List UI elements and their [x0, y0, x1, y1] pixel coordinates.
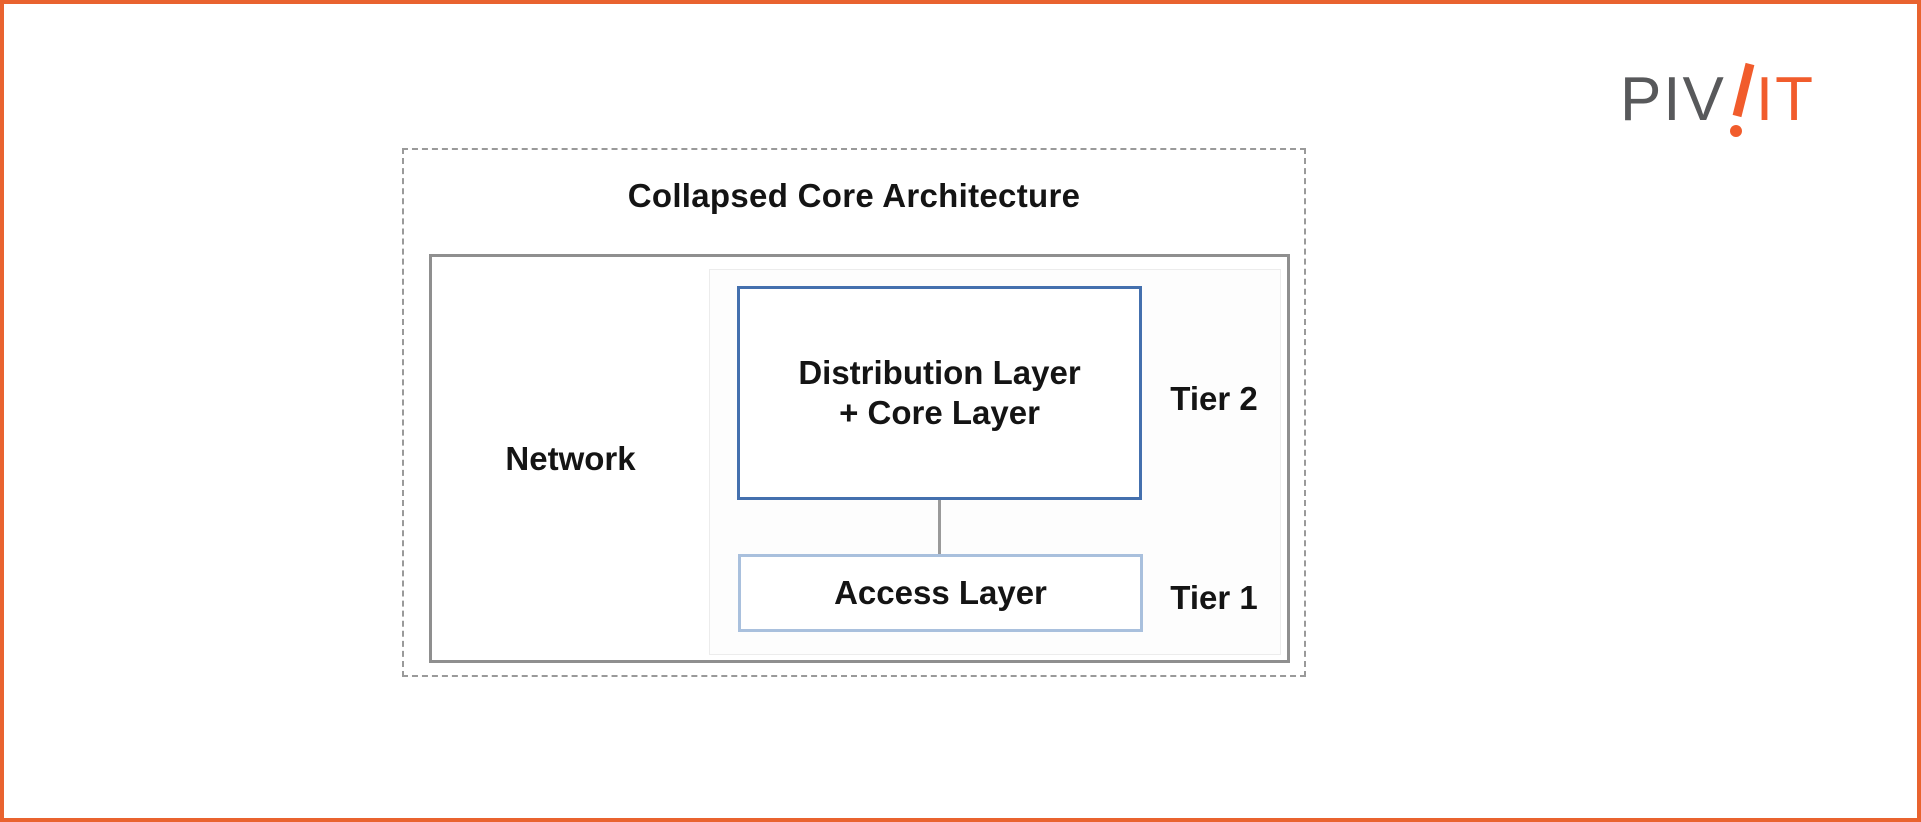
tiers-panel: Distribution Layer + Core Layer Tier 2 A… — [709, 269, 1281, 655]
distribution-box-line2: + Core Layer — [839, 394, 1040, 431]
distribution-box-line1: Distribution Layer — [798, 354, 1081, 391]
network-label: Network — [505, 440, 636, 477]
logo-text-orange: IT — [1755, 65, 1815, 134]
network-box: Network Distribution Layer + Core Layer … — [429, 254, 1290, 663]
diagram-title: Collapsed Core Architecture — [627, 177, 1081, 214]
logo-exclamation-icon — [1729, 62, 1755, 137]
logo-text-gray: PIV — [1619, 65, 1726, 134]
pivit-logo: PIV IT — [1620, 60, 1815, 142]
access-layer-box: Access Layer — [738, 554, 1143, 632]
connector-line — [938, 500, 941, 554]
tier1-label: Tier 1 — [1170, 579, 1258, 616]
collapsed-core-frame: Collapsed Core Architecture Network Dist… — [402, 148, 1306, 677]
distribution-core-box: Distribution Layer + Core Layer — [737, 286, 1142, 500]
tier2-label: Tier 2 — [1170, 380, 1258, 417]
access-box-label: Access Layer — [834, 574, 1047, 611]
